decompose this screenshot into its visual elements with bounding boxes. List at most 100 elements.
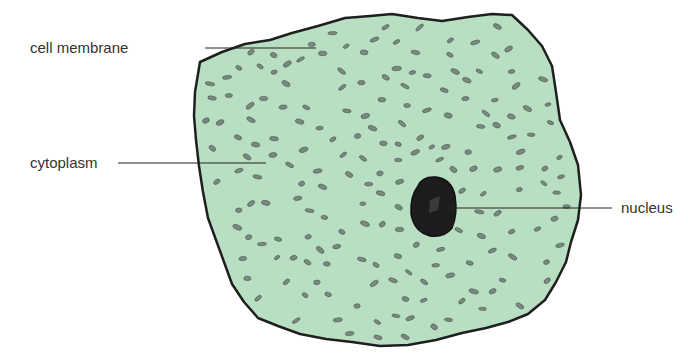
- granule: [235, 208, 242, 213]
- granule: [296, 56, 305, 63]
- granule: [493, 209, 502, 217]
- granule: [475, 68, 483, 74]
- granule: [246, 116, 256, 124]
- granule: [450, 68, 460, 76]
- granule: [376, 190, 386, 197]
- granule: [269, 136, 278, 141]
- granule: [282, 278, 290, 286]
- granule: [360, 220, 371, 228]
- granule: [436, 247, 445, 252]
- granule: [557, 174, 565, 180]
- granule: [269, 152, 278, 158]
- granule: [476, 124, 485, 129]
- granule: [449, 165, 458, 174]
- granule: [369, 279, 379, 288]
- granule: [405, 315, 415, 322]
- granule: [538, 76, 548, 83]
- granule: [511, 81, 521, 90]
- cytoplasm-granules: [202, 23, 571, 341]
- granule: [446, 37, 454, 44]
- granule: [422, 107, 432, 113]
- granule: [507, 113, 516, 120]
- granule: [259, 96, 267, 100]
- granule: [444, 318, 453, 322]
- granule: [329, 136, 337, 143]
- granule: [395, 178, 405, 185]
- granule: [458, 297, 466, 305]
- granule: [298, 180, 306, 187]
- granule: [359, 154, 368, 162]
- granule: [332, 244, 341, 250]
- part-label: cell membrane: [30, 39, 128, 57]
- granule: [251, 141, 260, 147]
- granule: [225, 94, 232, 98]
- granule: [270, 52, 278, 59]
- granule: [488, 247, 497, 254]
- granule: [305, 208, 315, 213]
- granule: [281, 79, 291, 87]
- granule: [301, 292, 309, 299]
- granule: [458, 187, 467, 194]
- granule: [290, 255, 298, 261]
- granule: [394, 141, 401, 147]
- granule: [508, 69, 515, 74]
- granule: [481, 109, 491, 117]
- granule: [242, 153, 252, 161]
- granule: [470, 39, 480, 46]
- granule: [534, 226, 542, 232]
- granule: [254, 294, 262, 302]
- granule: [207, 95, 216, 101]
- granule: [423, 73, 431, 78]
- granule: [244, 276, 251, 280]
- granule: [469, 288, 479, 295]
- granule: [432, 263, 440, 267]
- granule: [308, 42, 315, 47]
- granule: [541, 165, 549, 172]
- granule: [213, 178, 221, 185]
- granule: [543, 259, 550, 265]
- granule: [416, 134, 425, 142]
- granule: [337, 67, 347, 75]
- granule: [257, 242, 266, 246]
- granule: [292, 317, 301, 325]
- part-label: cytoplasm: [30, 154, 98, 172]
- granule: [410, 149, 420, 157]
- granule: [358, 80, 366, 85]
- granule: [493, 166, 502, 173]
- granule: [247, 48, 256, 56]
- granule: [392, 39, 400, 46]
- granule: [397, 119, 406, 127]
- granule: [492, 121, 501, 128]
- granule: [515, 165, 524, 171]
- granule: [245, 234, 252, 240]
- granule: [256, 63, 264, 70]
- granule: [474, 209, 484, 214]
- granule: [357, 256, 367, 262]
- granule: [440, 87, 449, 94]
- granule: [285, 161, 295, 169]
- granule: [446, 51, 454, 58]
- granule: [319, 51, 327, 56]
- granule: [317, 183, 327, 191]
- granule: [404, 103, 411, 107]
- granule: [540, 180, 547, 187]
- granule: [462, 76, 472, 84]
- granule: [555, 242, 564, 248]
- granule: [516, 148, 526, 155]
- granule: [392, 313, 401, 318]
- granule: [445, 272, 455, 278]
- granule: [381, 24, 390, 31]
- granule: [394, 204, 403, 212]
- granule: [469, 165, 478, 173]
- granule: [245, 101, 255, 110]
- granule: [295, 118, 305, 125]
- granule: [205, 81, 215, 86]
- granule: [208, 144, 217, 152]
- granule: [400, 82, 410, 89]
- granule: [345, 331, 354, 336]
- granule: [411, 50, 421, 56]
- granule: [279, 105, 288, 110]
- granule: [261, 200, 271, 206]
- granule: [253, 174, 263, 179]
